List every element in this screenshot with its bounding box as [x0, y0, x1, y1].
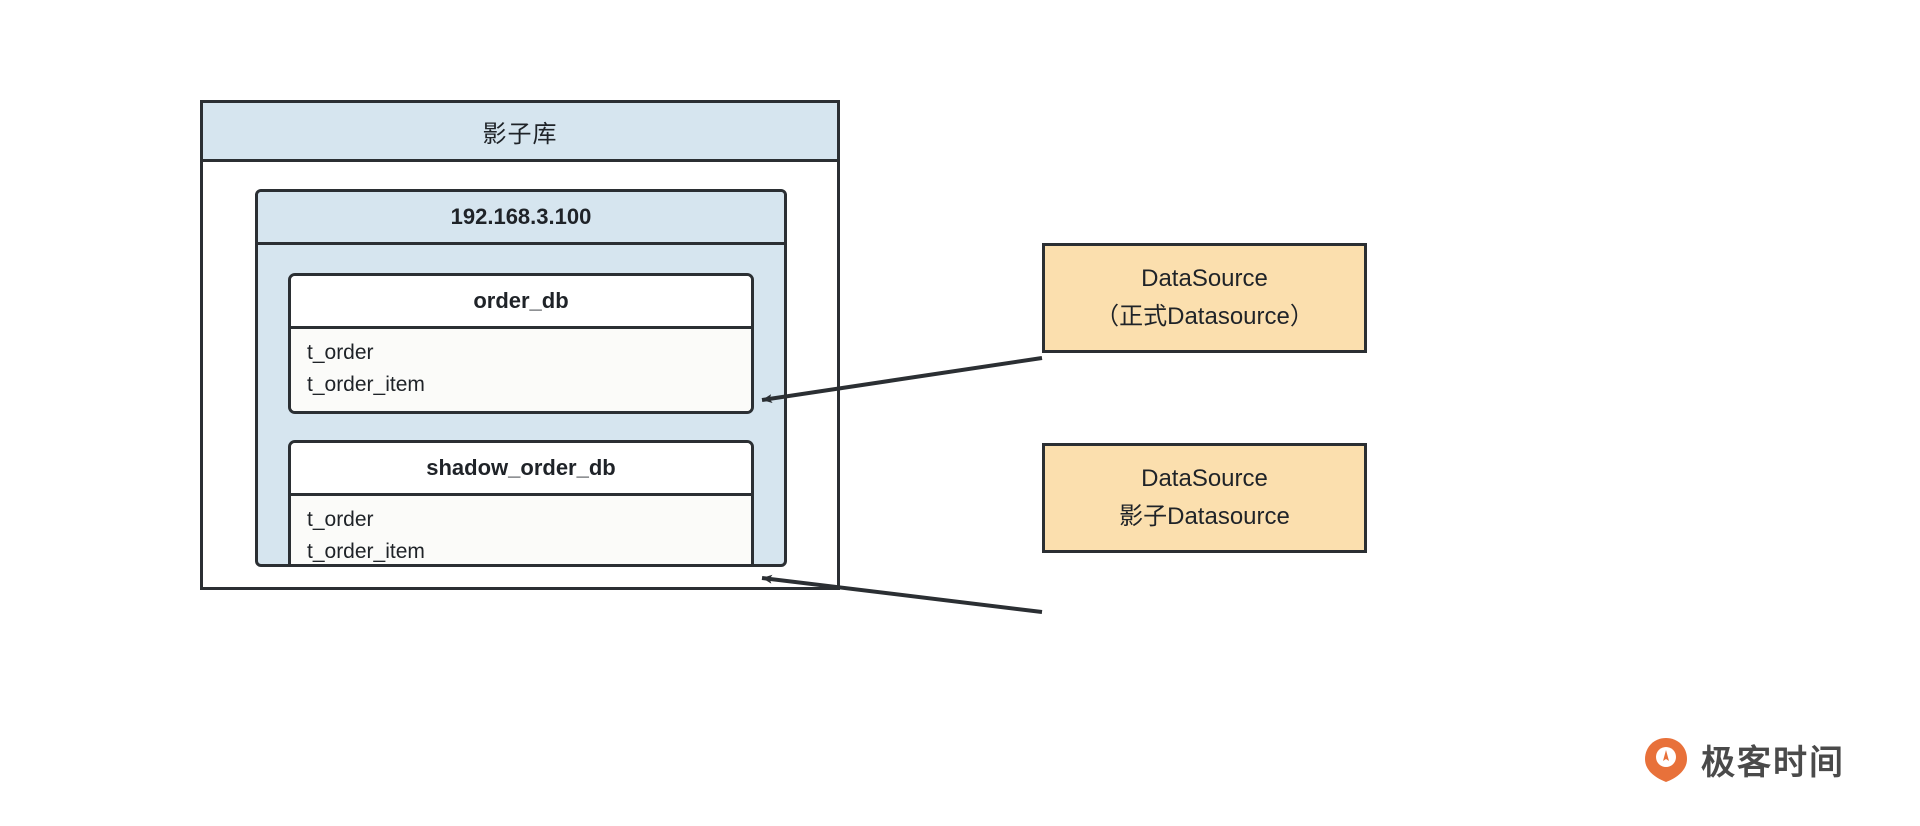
table-row: t_order_item	[307, 540, 425, 563]
shadow-library-title: 影子库	[203, 103, 837, 162]
shadow-library-container: 影子库 192.168.3.100 order_db t_order t_ord…	[200, 100, 840, 590]
table-list-shadow-order-db: t_order t_order_item	[291, 496, 751, 564]
table-list-order-db: t_order t_order_item	[291, 329, 751, 411]
host-ip-title: 192.168.3.100	[258, 192, 784, 245]
datasource-box-primary: DataSource （正式Datasource）	[1042, 243, 1367, 353]
table-row: t_order	[307, 341, 374, 364]
datasource-primary-line2: （正式Datasource）	[1095, 303, 1314, 330]
datasource-shadow-line2: 影子Datasource	[1119, 503, 1290, 530]
datasource-primary-line1: DataSource	[1141, 265, 1268, 292]
table-row: t_order_item	[307, 373, 425, 396]
datasource-shadow-line1: DataSource	[1141, 465, 1268, 492]
geektime-mark-icon	[1643, 737, 1689, 783]
host-panel-body: order_db t_order t_order_item shadow_ord…	[258, 245, 784, 564]
table-row: t_order	[307, 508, 374, 531]
host-panel: 192.168.3.100 order_db t_order t_order_i…	[255, 189, 787, 567]
database-card-order-db: order_db t_order t_order_item	[288, 273, 754, 414]
database-name-order-db: order_db	[291, 276, 751, 329]
datasource-box-shadow: DataSource 影子Datasource	[1042, 443, 1367, 553]
brand-name: 极客时间	[1701, 743, 1845, 783]
database-card-shadow-order-db: shadow_order_db t_order t_order_item	[288, 440, 754, 564]
database-name-shadow-order-db: shadow_order_db	[291, 443, 751, 496]
brand-logo: 极客时间	[1643, 735, 1845, 784]
